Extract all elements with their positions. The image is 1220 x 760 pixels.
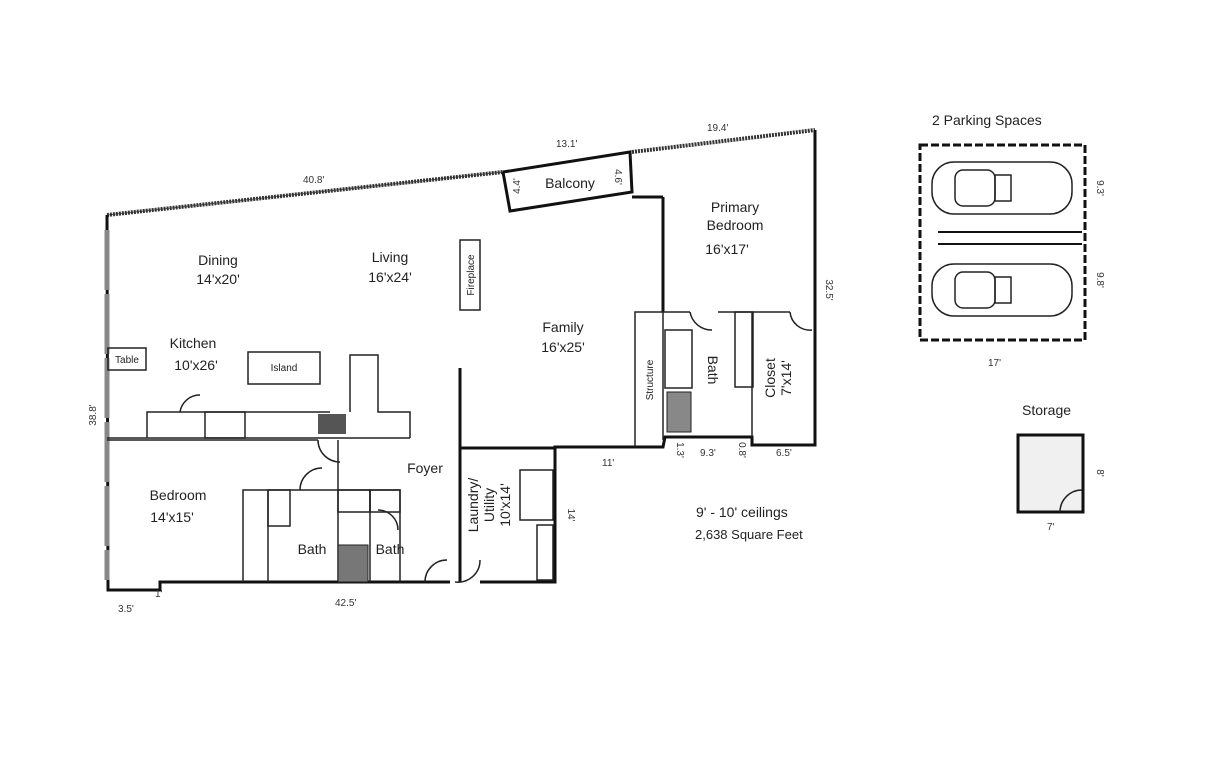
parking-dim-bottom: 9.8' xyxy=(1094,272,1105,288)
dim-top-left: 40.8' xyxy=(303,175,324,186)
dim-bottom: 42.5' xyxy=(335,598,356,609)
family-label: Family xyxy=(542,319,583,335)
dim-1-3: 1.3' xyxy=(674,442,685,458)
exterior-walls xyxy=(104,128,817,592)
island-label: Island xyxy=(271,363,298,374)
dim-balcony-right: 4.6' xyxy=(612,169,623,185)
storage-title: Storage xyxy=(1022,402,1071,418)
balcony-label: Balcony xyxy=(545,175,595,191)
dim-top-mid: 13.1' xyxy=(556,139,577,150)
dim-6-5: 6.5' xyxy=(776,448,792,459)
living-label: Living xyxy=(372,249,409,265)
car-icon xyxy=(931,161,1073,215)
parking-title: 2 Parking Spaces xyxy=(932,112,1042,128)
dim-top-right: 19.4' xyxy=(707,123,728,134)
parking-area xyxy=(918,143,1087,342)
square-feet-note: 2,638 Square Feet xyxy=(695,527,803,542)
primary-bath-label: Bath xyxy=(705,356,721,385)
dim-balcony-left: 4.4' xyxy=(512,178,523,194)
structure-label: Structure xyxy=(645,359,656,400)
laundry-size: 10'x14' xyxy=(497,483,513,527)
table-label: Table xyxy=(115,355,139,366)
bath-2-label: Bath xyxy=(376,541,405,557)
living-size: 16'x24' xyxy=(368,269,412,285)
foyer-label: Foyer xyxy=(407,460,443,476)
laundry-label-2: Utility xyxy=(481,488,497,522)
dim-bottom-left: 3.5' xyxy=(118,604,134,615)
closet-size: 7'x14' xyxy=(778,360,794,396)
parking-dim-width: 17' xyxy=(988,358,1001,369)
dim-0-8: 0.8' xyxy=(736,442,747,458)
laundry-label-1: Laundry/ xyxy=(465,478,481,533)
dim-9-3: 9.3' xyxy=(700,448,716,459)
kitchen-size: 10'x26' xyxy=(174,357,218,373)
storage-area xyxy=(1016,433,1085,514)
kitchen-label: Kitchen xyxy=(170,335,217,351)
primary-bedroom-size: 16'x17' xyxy=(705,241,749,257)
dim-laundry-14: 14' xyxy=(565,508,576,521)
primary-bedroom-label-2: Bedroom xyxy=(707,217,764,233)
bedroom-size: 14'x15' xyxy=(150,509,194,525)
bedroom-label: Bedroom xyxy=(150,487,207,503)
dim-left: 38.8' xyxy=(88,404,99,425)
dining-size: 14'x20' xyxy=(196,271,240,287)
family-size: 16'x25' xyxy=(541,339,585,355)
storage-dim-width: 7' xyxy=(1047,522,1055,533)
ceilings-note: 9' - 10' ceilings xyxy=(696,504,788,520)
dim-11: 11' xyxy=(602,458,614,469)
bath-1-label: Bath xyxy=(298,541,327,557)
door-swings xyxy=(179,311,813,583)
car-icon xyxy=(931,263,1073,317)
storage-dim-height: 8' xyxy=(1094,469,1105,477)
dim-bottom-left-small: 1' xyxy=(155,589,163,600)
interior-walls xyxy=(107,195,790,583)
dining-label: Dining xyxy=(198,252,238,268)
closet-label: Closet xyxy=(762,358,778,398)
dim-right: 32.5' xyxy=(823,279,834,300)
fireplace-label: Fireplace xyxy=(466,254,477,296)
primary-bedroom-label-1: Primary xyxy=(711,199,759,215)
parking-dim-top: 9.3' xyxy=(1094,180,1105,196)
